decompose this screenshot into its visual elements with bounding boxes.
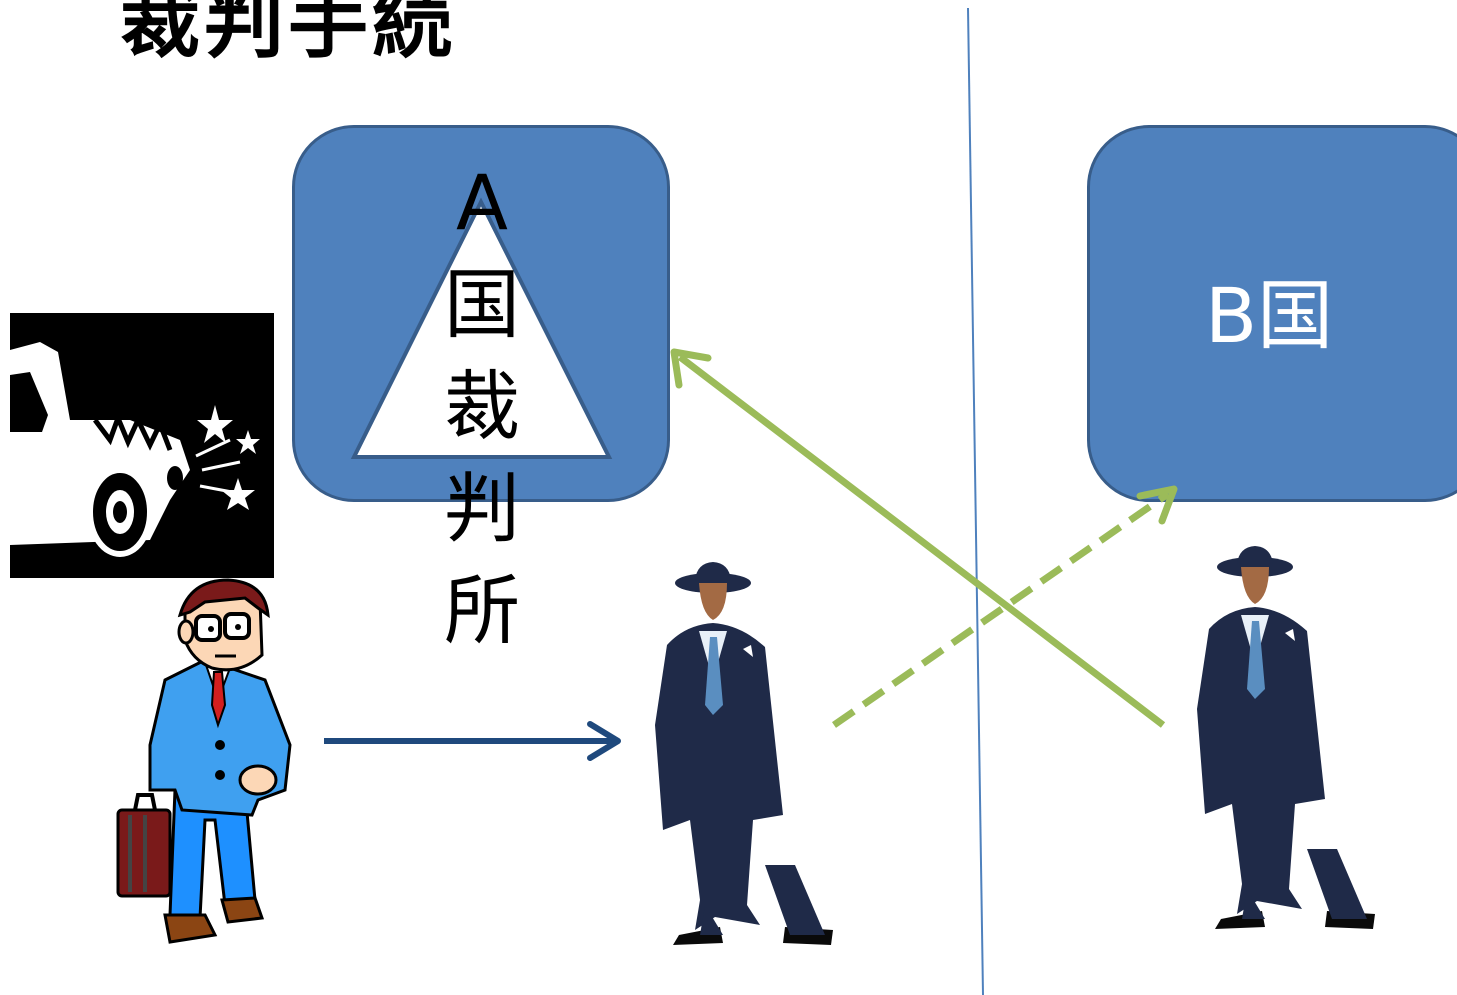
car-crash-icon [10,313,274,578]
court-char: 裁 [444,362,520,451]
court-char: 所 [444,566,520,655]
court-char: 判 [444,464,520,553]
country-b-box [1087,125,1457,502]
blue-arrow [324,721,621,761]
green-dashed-arrow [832,485,1178,728]
defendant-man-icon [655,562,833,945]
court-char: A [456,158,508,247]
defendant-man-b-icon [1197,546,1375,929]
court-triangle-icon [350,197,613,459]
green-solid-arrow [670,348,1166,728]
country-b-label: B国 [1205,271,1334,360]
court-char: 国 [444,260,520,349]
border-divider [967,7,984,995]
court-label: A 国 裁 判 所 [438,152,526,662]
slide-title: 裁判手続 [120,0,456,69]
plaintiff-businessman-icon [116,578,292,944]
